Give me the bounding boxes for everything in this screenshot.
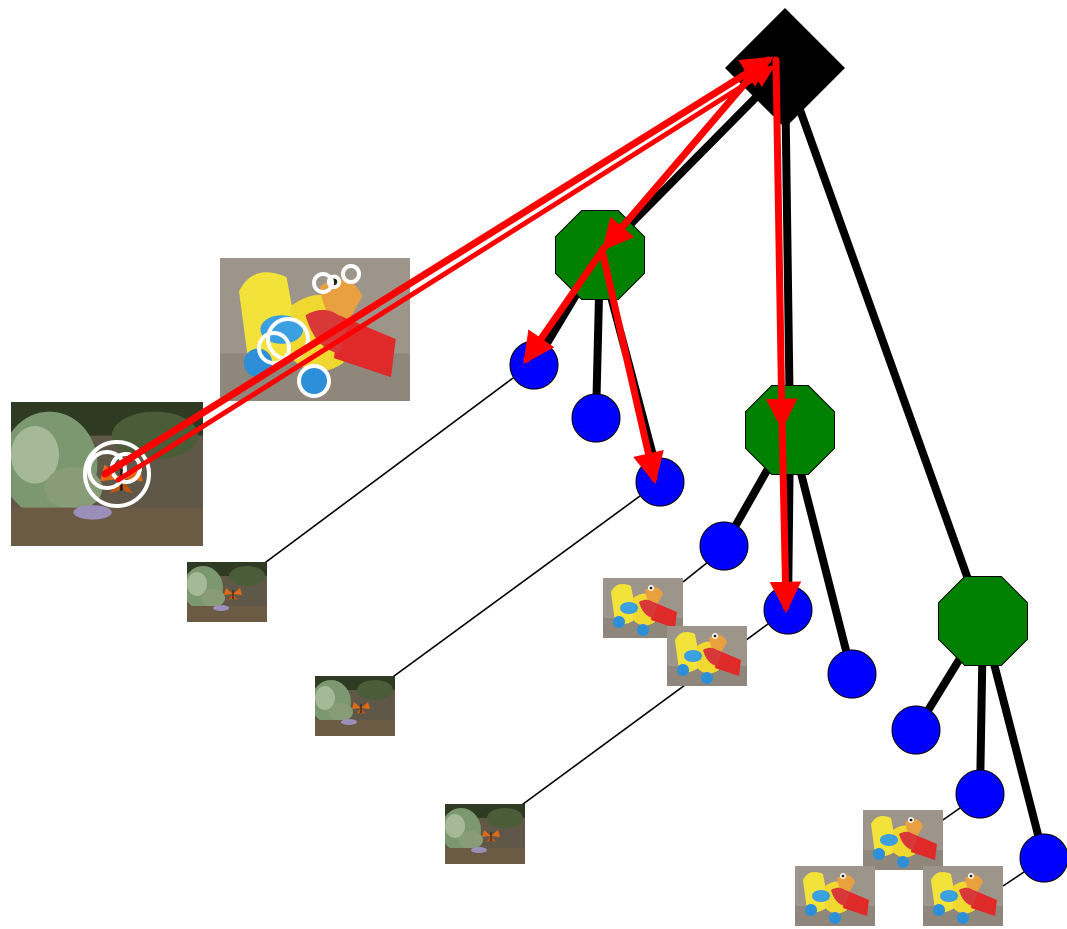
arrow-n1-to-l3: [598, 246, 664, 485]
leaf-node-3: [635, 457, 685, 507]
internal-node-2: [745, 385, 835, 475]
thumbnail-toy-l8: [863, 810, 943, 870]
leader-l4: [682, 561, 709, 583]
leader-l1: [261, 377, 514, 566]
leader-l9: [1002, 871, 1025, 887]
leaf-node-7: [891, 705, 941, 755]
descent-path-arrows: [101, 56, 802, 614]
keypoint-circle: [83, 440, 151, 508]
arrow-query-to-root-b: [115, 65, 775, 483]
arrow-n2-to-l5: [769, 416, 802, 614]
leaf-node-6: [827, 649, 877, 699]
leader-l3: [389, 495, 641, 680]
thumbnail-butterfly-l1: [187, 562, 267, 622]
query-image-toy: [220, 258, 410, 401]
arrow-root-to-n1: [601, 62, 764, 251]
leader-l8: [939, 807, 961, 823]
leaf-node-4: [699, 521, 749, 571]
thumbnail-leader-lines: [261, 377, 1025, 887]
arrow-root-to-n2: [765, 56, 798, 431]
root-node: [725, 8, 845, 128]
thumbnail-toy-l4b: [667, 626, 747, 686]
thumbnail-toy-l9a: [795, 866, 875, 926]
leaf-node-8: [955, 769, 1005, 819]
leaf-node-9: [1019, 833, 1067, 883]
internal-node-3: [938, 576, 1028, 666]
leaf-node-2: [571, 393, 621, 443]
thumbnail-butterfly-l5: [445, 804, 525, 864]
thumbnail-toy-l9b: [923, 866, 1003, 926]
edge-root-n3: [781, 64, 987, 625]
keypoint-circle: [87, 450, 127, 490]
keypoint-circle: [312, 272, 334, 294]
leaf-thumbnails: [187, 562, 1003, 926]
edge-root-n2: [781, 64, 794, 434]
keypoint-circle: [297, 364, 331, 398]
keypoint-circle: [257, 331, 291, 365]
arrow-n1-to-l1: [523, 244, 608, 365]
arrow-query-to-root-a: [101, 56, 774, 478]
thumbnail-butterfly-l3: [315, 676, 395, 736]
keypoint-circle: [341, 264, 361, 284]
